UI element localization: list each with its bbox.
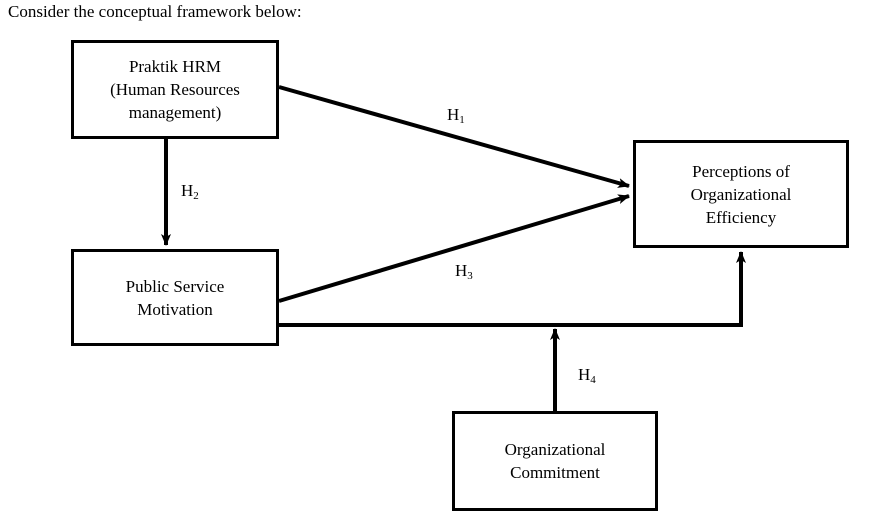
edge-moderated-path xyxy=(279,251,746,327)
hypothesis-h4-letter: H xyxy=(578,365,591,384)
caption-text: Consider the conceptual framework below: xyxy=(8,2,302,21)
edge-h1 xyxy=(278,85,630,188)
hypothesis-h3-subscript: 3 xyxy=(467,270,473,282)
node-perceptions-of-organizational-efficiency-label: Perceptions of Organizational Efficiency xyxy=(690,161,792,227)
node-praktik-hrm-label: Praktik HRM (Human Resources management) xyxy=(110,57,240,122)
node-organizational-commitment-label: Organizational Commitment xyxy=(504,440,606,482)
hypothesis-h1-subscript: 1 xyxy=(459,114,465,126)
hypothesis-h4-subscript: 4 xyxy=(590,374,596,386)
edge-h3 xyxy=(278,194,630,303)
node-praktik-hrm: Praktik HRM (Human Resources management) xyxy=(71,40,279,139)
hypothesis-label-h2: H2 xyxy=(181,181,199,202)
hypothesis-h1-letter: H xyxy=(447,105,460,124)
hypothesis-label-h1: H1 xyxy=(447,105,465,126)
node-organizational-commitment: Organizational Commitment xyxy=(452,411,658,511)
hypothesis-label-h4: H4 xyxy=(578,365,596,386)
node-perceptions-of-organizational-efficiency: Perceptions of Organizational Efficiency xyxy=(633,140,849,248)
node-public-service-motivation-label: Public Service Motivation xyxy=(125,276,225,319)
node-public-service-motivation: Public Service Motivation xyxy=(71,249,279,346)
hypothesis-h2-letter: H xyxy=(181,181,194,200)
hypothesis-h3-letter: H xyxy=(455,261,468,280)
hypothesis-label-h3: H3 xyxy=(455,261,473,282)
hypothesis-h2-subscript: 2 xyxy=(193,190,199,202)
